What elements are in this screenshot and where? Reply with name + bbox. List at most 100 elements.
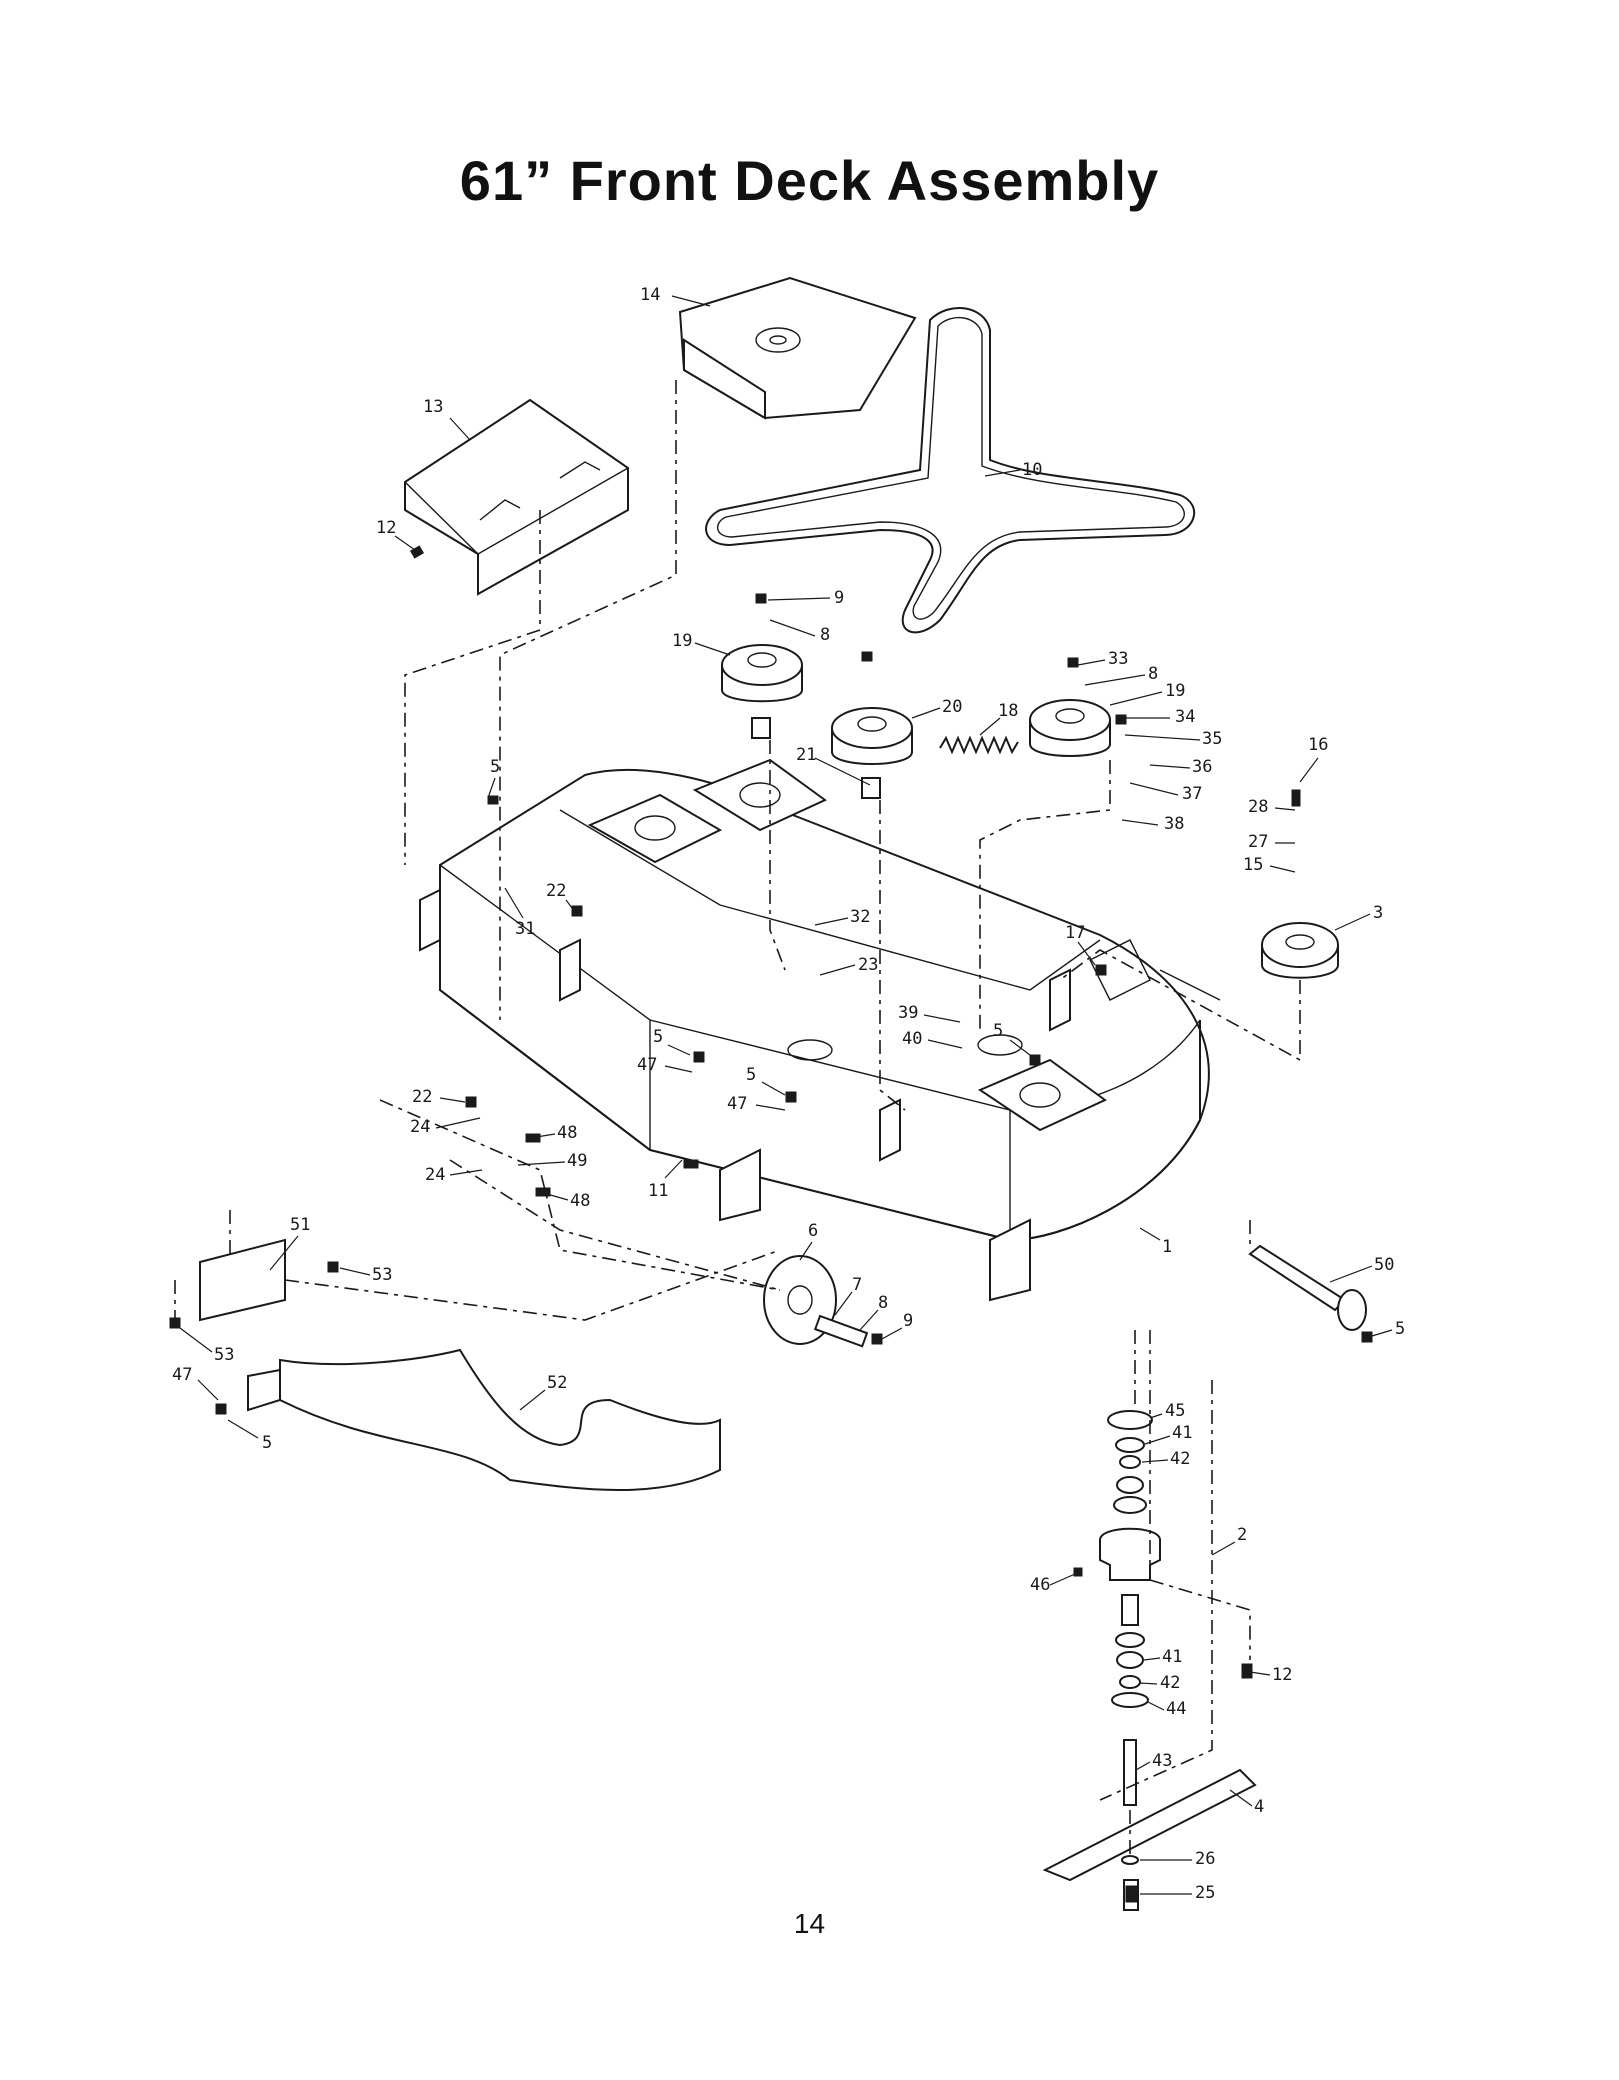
wheel-axle: [1248, 1244, 1367, 1331]
assembly-lines: [174, 380, 1301, 1855]
callout-label: 8: [820, 625, 830, 645]
callout-label: 9: [903, 1311, 913, 1331]
callout-label: 5: [653, 1027, 663, 1047]
drive-belt-part: [705, 306, 1196, 634]
callout-22b: 22: [412, 1087, 466, 1107]
callout-5d: 5: [746, 1065, 786, 1096]
callout-19b: 19: [1109, 681, 1185, 706]
callout-25: 25: [1140, 1883, 1215, 1903]
callout-5f: 5: [227, 1419, 272, 1453]
callout-label: 22: [412, 1087, 432, 1107]
page-title: 61” Front Deck Assembly: [459, 149, 1160, 212]
callout-label: 19: [672, 631, 692, 651]
callout-49: 49: [517, 1151, 587, 1171]
callout-label: 11: [648, 1181, 668, 1201]
callout-47: 47: [637, 1055, 693, 1075]
callout-11: 11: [648, 1159, 683, 1201]
callout-6: 6: [799, 1221, 818, 1261]
callout-16: 16: [1299, 735, 1328, 783]
callout-21: 21: [796, 745, 871, 786]
callout-5b: 5: [993, 1021, 1031, 1056]
callout-8: 8: [769, 619, 830, 645]
callout-41: 41: [1144, 1423, 1192, 1445]
callout-23: 23: [819, 955, 878, 976]
callout-38: 38: [1121, 814, 1184, 834]
callout-label: 23: [858, 955, 878, 975]
deflector-part: [404, 398, 629, 596]
callout-39: 39: [898, 1003, 961, 1023]
callout-15: 15: [1243, 855, 1296, 875]
callout-label: 31: [515, 919, 535, 939]
callout-8c: 8: [859, 1293, 888, 1331]
callout-32: 32: [814, 907, 870, 927]
callout-10: 10: [984, 460, 1042, 480]
callout-27: 27: [1248, 832, 1295, 852]
callout-label: 36: [1192, 757, 1212, 777]
callout-41b: 41: [1143, 1647, 1182, 1667]
callout-28: 28: [1248, 797, 1296, 817]
callout-label: 27: [1248, 832, 1268, 852]
callout-label: 41: [1172, 1423, 1192, 1443]
callout-51: 51: [269, 1215, 310, 1271]
callout-label: 18: [998, 701, 1018, 721]
callout-label: 13: [423, 397, 443, 417]
callout-label: 5: [1395, 1319, 1405, 1339]
callout-label: 49: [567, 1151, 587, 1171]
idler-pulley-right: [1029, 699, 1111, 757]
callout-label: 10: [1022, 460, 1042, 480]
callout-label: 5: [490, 757, 500, 777]
callout-label: 1: [1162, 1237, 1172, 1257]
callout-label: 9: [834, 588, 844, 608]
callout-53b: 53: [179, 1327, 234, 1365]
callout-46: 46: [1030, 1573, 1076, 1595]
callout-13: 13: [423, 397, 471, 441]
callout-label: 53: [372, 1265, 392, 1285]
callout-label: 45: [1165, 1401, 1185, 1421]
callout-3: 3: [1334, 903, 1383, 931]
callout-45: 45: [1149, 1401, 1185, 1421]
callout-label: 26: [1195, 1849, 1215, 1869]
callout-label: 48: [570, 1191, 590, 1211]
callout-label: 24: [425, 1165, 445, 1185]
callout-label: 16: [1308, 735, 1328, 755]
callout-19: 19: [672, 631, 731, 656]
callout-label: 21: [796, 745, 816, 765]
callout-label: 5: [993, 1021, 1003, 1041]
callout-20: 20: [911, 697, 962, 719]
callout-33: 33: [1077, 649, 1128, 669]
callout-label: 44: [1166, 1699, 1186, 1719]
idler-spring: [939, 735, 1019, 755]
chute-plate: [199, 1238, 286, 1322]
callout-35: 35: [1124, 729, 1222, 749]
callout-label: 4: [1254, 1797, 1264, 1817]
callout-label: 8: [878, 1293, 888, 1313]
callout-31: 31: [504, 887, 535, 939]
callout-label: 46: [1030, 1575, 1050, 1595]
callout-7: 7: [834, 1275, 862, 1316]
callout-label: 24: [410, 1117, 430, 1137]
callout-9b: 9: [879, 1311, 913, 1341]
callout-label: 48: [557, 1123, 577, 1143]
callout-8b: 8: [1084, 664, 1158, 686]
callout-52: 52: [519, 1373, 567, 1411]
callout-label: 7: [852, 1275, 862, 1295]
callout-label: 34: [1175, 707, 1195, 727]
callout-label: 41: [1162, 1647, 1182, 1667]
callout-label: 12: [1272, 1665, 1292, 1685]
callout-47c: 47: [172, 1365, 219, 1401]
callout-24: 24: [410, 1117, 481, 1137]
callout-label: 15: [1243, 855, 1263, 875]
callout-36: 36: [1149, 757, 1212, 777]
callout-label: 42: [1160, 1673, 1180, 1693]
callout-label: 47: [727, 1094, 747, 1114]
callout-24b: 24: [425, 1165, 483, 1185]
callout-label: 17: [1065, 923, 1085, 943]
callout-label: 22: [546, 881, 566, 901]
callout-label: 42: [1170, 1449, 1190, 1469]
callout-label: 43: [1152, 1751, 1172, 1771]
callout-label: 50: [1374, 1255, 1394, 1275]
drive-pulley: [1261, 922, 1339, 979]
callout-47b: 47: [727, 1094, 786, 1114]
callout-40: 40: [902, 1029, 963, 1049]
